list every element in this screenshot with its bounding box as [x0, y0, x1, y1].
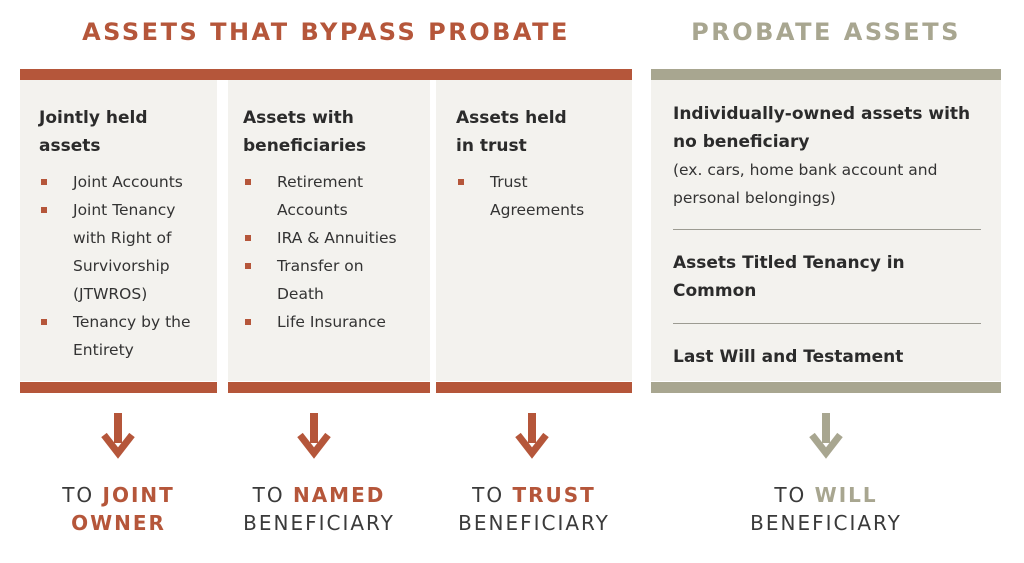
panel-title-line: no beneficiary — [673, 132, 810, 152]
square-bullet-icon — [245, 179, 251, 185]
panel-title-line: in trust — [456, 136, 527, 156]
tenancy-in-common-label: Assets Titled Tenancy in Common — [673, 253, 905, 301]
panel-title-line: assets — [39, 136, 101, 156]
item-text: Survivorship — [73, 257, 170, 275]
item-list: Trust Agreements — [456, 168, 622, 224]
panel-title: Individually-owned assets with no benefi… — [673, 100, 981, 156]
item-text: Entirety — [73, 341, 134, 359]
probate-panel: Individually-owned assets with no benefi… — [651, 80, 1001, 381]
subtitle-line: (ex. cars, home bank account and — [673, 161, 938, 179]
list-item: Life Insurance — [243, 308, 420, 336]
panel-subtitle: (ex. cars, home bank account and persona… — [673, 156, 981, 212]
destination-line2: BENEFICIARY — [243, 511, 395, 535]
arrow-down-icon — [809, 413, 843, 459]
list-item: Retirement Accounts — [243, 168, 420, 224]
col1-bottom-bar — [20, 382, 217, 393]
panel-title: Assets with beneficiaries — [243, 104, 420, 160]
destination-will-beneficiary: TO WILL BENEFICIARY — [716, 481, 936, 537]
item-text: Agreements — [490, 201, 585, 219]
destination-prefix: TO — [62, 483, 103, 507]
item-text: Tenancy by the — [73, 313, 191, 331]
panel-title-line: beneficiaries — [243, 136, 367, 156]
list-item: Transfer on Death — [243, 252, 420, 308]
destination-prefix: TO — [472, 483, 513, 507]
square-bullet-icon — [245, 263, 251, 269]
item-text: Transfer on — [277, 257, 364, 275]
square-bullet-icon — [41, 179, 47, 185]
col4-bottom-bar — [651, 382, 1001, 393]
col3-bottom-bar — [436, 382, 632, 393]
item-text: Retirement — [277, 173, 364, 191]
item-text: with Right of — [73, 229, 172, 247]
arrow-down-icon — [297, 413, 331, 459]
list-item: Joint Accounts — [39, 168, 203, 196]
square-bullet-icon — [41, 207, 47, 213]
destination-prefix: TO — [252, 483, 293, 507]
divider — [673, 229, 981, 230]
panel-title-line: Jointly held — [39, 108, 148, 128]
panel-title-line: Assets held — [456, 108, 567, 128]
destination-joint-owner: TO JOINT OWNER — [20, 481, 217, 537]
arrow-down-icon — [101, 413, 135, 459]
bypass-probate-heading: ASSETS THAT BYPASS PROBATE — [82, 18, 570, 46]
list-item: Tenancy by the Entirety — [39, 308, 203, 364]
bypass-top-bar — [20, 69, 632, 80]
col2-bottom-bar — [228, 382, 430, 393]
item-list: Retirement Accounts IRA & Annuities Tran… — [243, 168, 420, 336]
destination-line2: BENEFICIARY — [458, 511, 610, 535]
item-text: IRA & Annuities — [277, 229, 397, 247]
subtitle-line: personal belongings) — [673, 189, 836, 207]
jointly-held-panel: Jointly held assets Joint Accounts Joint… — [20, 80, 217, 381]
square-bullet-icon — [245, 319, 251, 325]
list-item: IRA & Annuities — [243, 224, 420, 252]
list-item: Trust Agreements — [456, 168, 622, 224]
destination-accent: NAMED — [292, 483, 386, 507]
beneficiaries-panel: Assets with beneficiaries Retirement Acc… — [228, 80, 430, 381]
panel-title-line: Assets with — [243, 108, 354, 128]
destination-named-beneficiary: TO NAMED BENEFICIARY — [208, 481, 430, 537]
destination-line2: OWNER — [71, 511, 166, 535]
panel-title: Jointly held assets — [39, 104, 203, 160]
item-text: Joint Tenancy — [73, 201, 176, 219]
divider — [673, 323, 981, 324]
destination-trust-beneficiary: TO TRUST BENEFICIARY — [426, 481, 642, 537]
item-text: Life Insurance — [277, 313, 386, 331]
will-and-testament-label: Last Will and Testament — [673, 347, 904, 367]
item-text: Trust — [490, 173, 528, 191]
arrow-down-icon — [515, 413, 549, 459]
item-text: Accounts — [277, 201, 348, 219]
destination-line2: BENEFICIARY — [750, 511, 902, 535]
square-bullet-icon — [41, 319, 47, 325]
destination-prefix: TO — [774, 483, 815, 507]
item-list: Joint Accounts Joint Tenancy with Right … — [39, 168, 203, 364]
destination-accent: JOINT — [102, 483, 175, 507]
list-item: Joint Tenancy with Right of Survivorship… — [39, 196, 203, 308]
square-bullet-icon — [458, 179, 464, 185]
square-bullet-icon — [245, 235, 251, 241]
panel-title: Assets held in trust — [456, 104, 622, 160]
item-text: Death — [277, 285, 324, 303]
destination-accent: WILL — [814, 483, 878, 507]
probate-top-bar — [651, 69, 1001, 80]
probate-assets-heading: PROBATE ASSETS — [691, 18, 961, 46]
item-text: Joint Accounts — [73, 173, 183, 191]
destination-accent: TRUST — [512, 483, 596, 507]
panel-title-line: Individually-owned assets with — [673, 104, 971, 124]
trust-panel: Assets held in trust Trust Agreements — [436, 80, 632, 381]
item-text: (JTWROS) — [73, 285, 148, 303]
